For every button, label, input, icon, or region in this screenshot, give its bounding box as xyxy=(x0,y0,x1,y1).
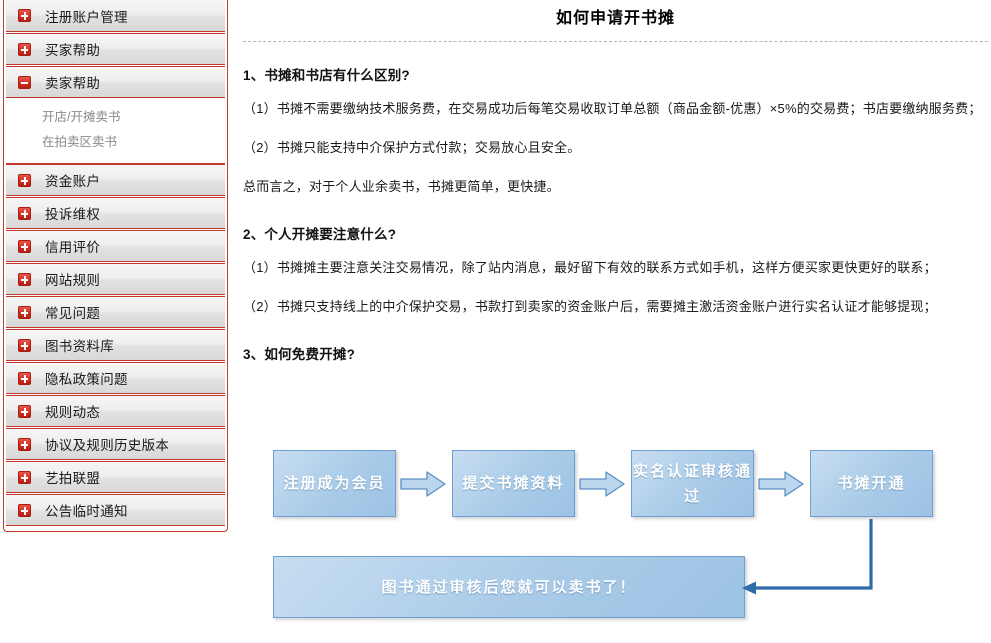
main-content: 如何申请开书摊 1、书摊和书店有什么区别? （1）书摊不需要缴纳技术服务费，在交… xyxy=(240,0,991,643)
section-heading-1: 1、书摊和书店有什么区别? xyxy=(243,68,410,83)
sidebar-item-label: 隐私政策问题 xyxy=(45,372,128,387)
block-arrow-right-icon-3 xyxy=(758,471,804,497)
sidebar-item-label: 投诉维权 xyxy=(45,207,101,222)
flow-box-can-sell-books: 图书通过审核后您就可以卖书了！ xyxy=(273,556,745,618)
sidebar-item-complaint-rights[interactable]: 投诉维权 xyxy=(6,197,225,229)
flow-box-register-member: 注册成为会员 xyxy=(273,450,396,517)
sidebar-item-art-auction-alliance[interactable]: 艺拍联盟 xyxy=(6,461,225,493)
flow-box-realname-approved: 实名认证审核通过 xyxy=(631,450,754,517)
sidebar-subitem-auction-sell[interactable]: 在拍卖区卖书 xyxy=(42,135,118,149)
plus-icon xyxy=(18,239,31,253)
sidebar-subitem-open-shop[interactable]: 开店/开摊卖书 xyxy=(42,110,121,124)
section-2-paragraph-2: （2）书摊只支持线上的中介保护交易，书款打到卖家的资金账户后，需要摊主激活资金账… xyxy=(243,299,937,314)
sidebar-item-faq[interactable]: 常见问题 xyxy=(6,296,225,328)
flow-box-submit-materials: 提交书摊资料 xyxy=(452,450,575,517)
sidebar-item-label: 信用评价 xyxy=(45,240,101,255)
plus-icon xyxy=(18,206,31,220)
plus-icon xyxy=(18,305,31,319)
section-1-paragraph-1: （1）书摊不需要缴纳技术服务费，在交易成功后每笔交易收取订单总额（商品金额-优惠… xyxy=(243,101,982,116)
plus-icon xyxy=(18,173,31,187)
sidebar-item-site-rules[interactable]: 网站规则 xyxy=(6,263,225,295)
sidebar-subitem-list: 开店/开摊卖书 在拍卖区卖书 xyxy=(6,99,225,164)
sidebar-item-seller-help[interactable]: 卖家帮助 xyxy=(6,66,225,98)
sidebar-item-book-database[interactable]: 图书资料库 xyxy=(6,329,225,361)
minus-icon xyxy=(18,75,31,89)
sidebar-item-credit-rating[interactable]: 信用评价 xyxy=(6,230,225,262)
sidebar-item-label: 卖家帮助 xyxy=(45,76,101,91)
plus-icon xyxy=(18,503,31,517)
page-title: 如何申请开书摊 xyxy=(555,10,675,27)
help-category-sidebar: 注册账户管理 买家帮助 卖家帮助 开店/开摊卖书 在拍卖区卖书 资金账户 投诉维… xyxy=(3,0,228,532)
sidebar-item-label: 常见问题 xyxy=(45,306,101,321)
open-bookstall-flowchart: 注册成为会员 提交书摊资料 实名认证审核通过 书摊开通 图书通过审核后您就可以卖… xyxy=(240,425,991,643)
sidebar-item-label: 资金账户 xyxy=(45,174,101,189)
block-arrow-right-icon-2 xyxy=(579,471,625,497)
sidebar-item-label: 注册账户管理 xyxy=(45,9,128,25)
block-arrow-right-icon-1 xyxy=(400,471,446,497)
sidebar-item-label: 买家帮助 xyxy=(45,43,101,58)
flow-box-stall-opened: 书摊开通 xyxy=(810,450,933,517)
sidebar-item-label: 网站规则 xyxy=(45,273,101,288)
title-divider xyxy=(243,41,988,42)
elbow-arrow-icon xyxy=(742,519,873,595)
sidebar-item-rule-updates[interactable]: 规则动态 xyxy=(6,395,225,427)
plus-icon xyxy=(18,437,31,451)
section-1-paragraph-3: 总而言之，对于个人业余卖书，书摊更简单，更快捷。 xyxy=(243,179,560,194)
plus-icon xyxy=(18,470,31,484)
plus-icon xyxy=(18,42,31,56)
sidebar-item-agreement-history[interactable]: 协议及规则历史版本 xyxy=(6,428,225,460)
plus-icon xyxy=(18,404,31,418)
plus-icon xyxy=(18,272,31,286)
sidebar-item-label: 协议及规则历史版本 xyxy=(45,438,170,453)
sidebar-item-announcements[interactable]: 公告临时通知 xyxy=(6,494,225,526)
sidebar-item-label: 图书资料库 xyxy=(45,339,114,354)
sidebar-item-privacy-policy[interactable]: 隐私政策问题 xyxy=(6,362,225,394)
section-2-paragraph-1: （1）书摊摊主要注意关注交易情况，除了站内消息，最好留下有效的联系方式如手机，这… xyxy=(243,260,937,275)
sidebar-item-label: 艺拍联盟 xyxy=(45,471,101,486)
sidebar-item-account-management[interactable]: 注册账户管理 xyxy=(6,0,225,32)
sidebar-item-fund-account[interactable]: 资金账户 xyxy=(6,164,225,196)
plus-icon xyxy=(18,371,31,385)
plus-icon xyxy=(18,338,31,352)
sidebar-item-label: 规则动态 xyxy=(45,405,101,420)
plus-icon xyxy=(18,9,31,22)
section-heading-3: 3、如何免费开摊? xyxy=(243,347,356,362)
sidebar-item-label: 公告临时通知 xyxy=(45,504,128,519)
section-1-paragraph-2: （2）书摊只能支持中介保护方式付款；交易放心且安全。 xyxy=(243,140,581,155)
section-heading-2: 2、个人开摊要注意什么? xyxy=(243,227,397,242)
sidebar-item-buyer-help[interactable]: 买家帮助 xyxy=(6,33,225,65)
